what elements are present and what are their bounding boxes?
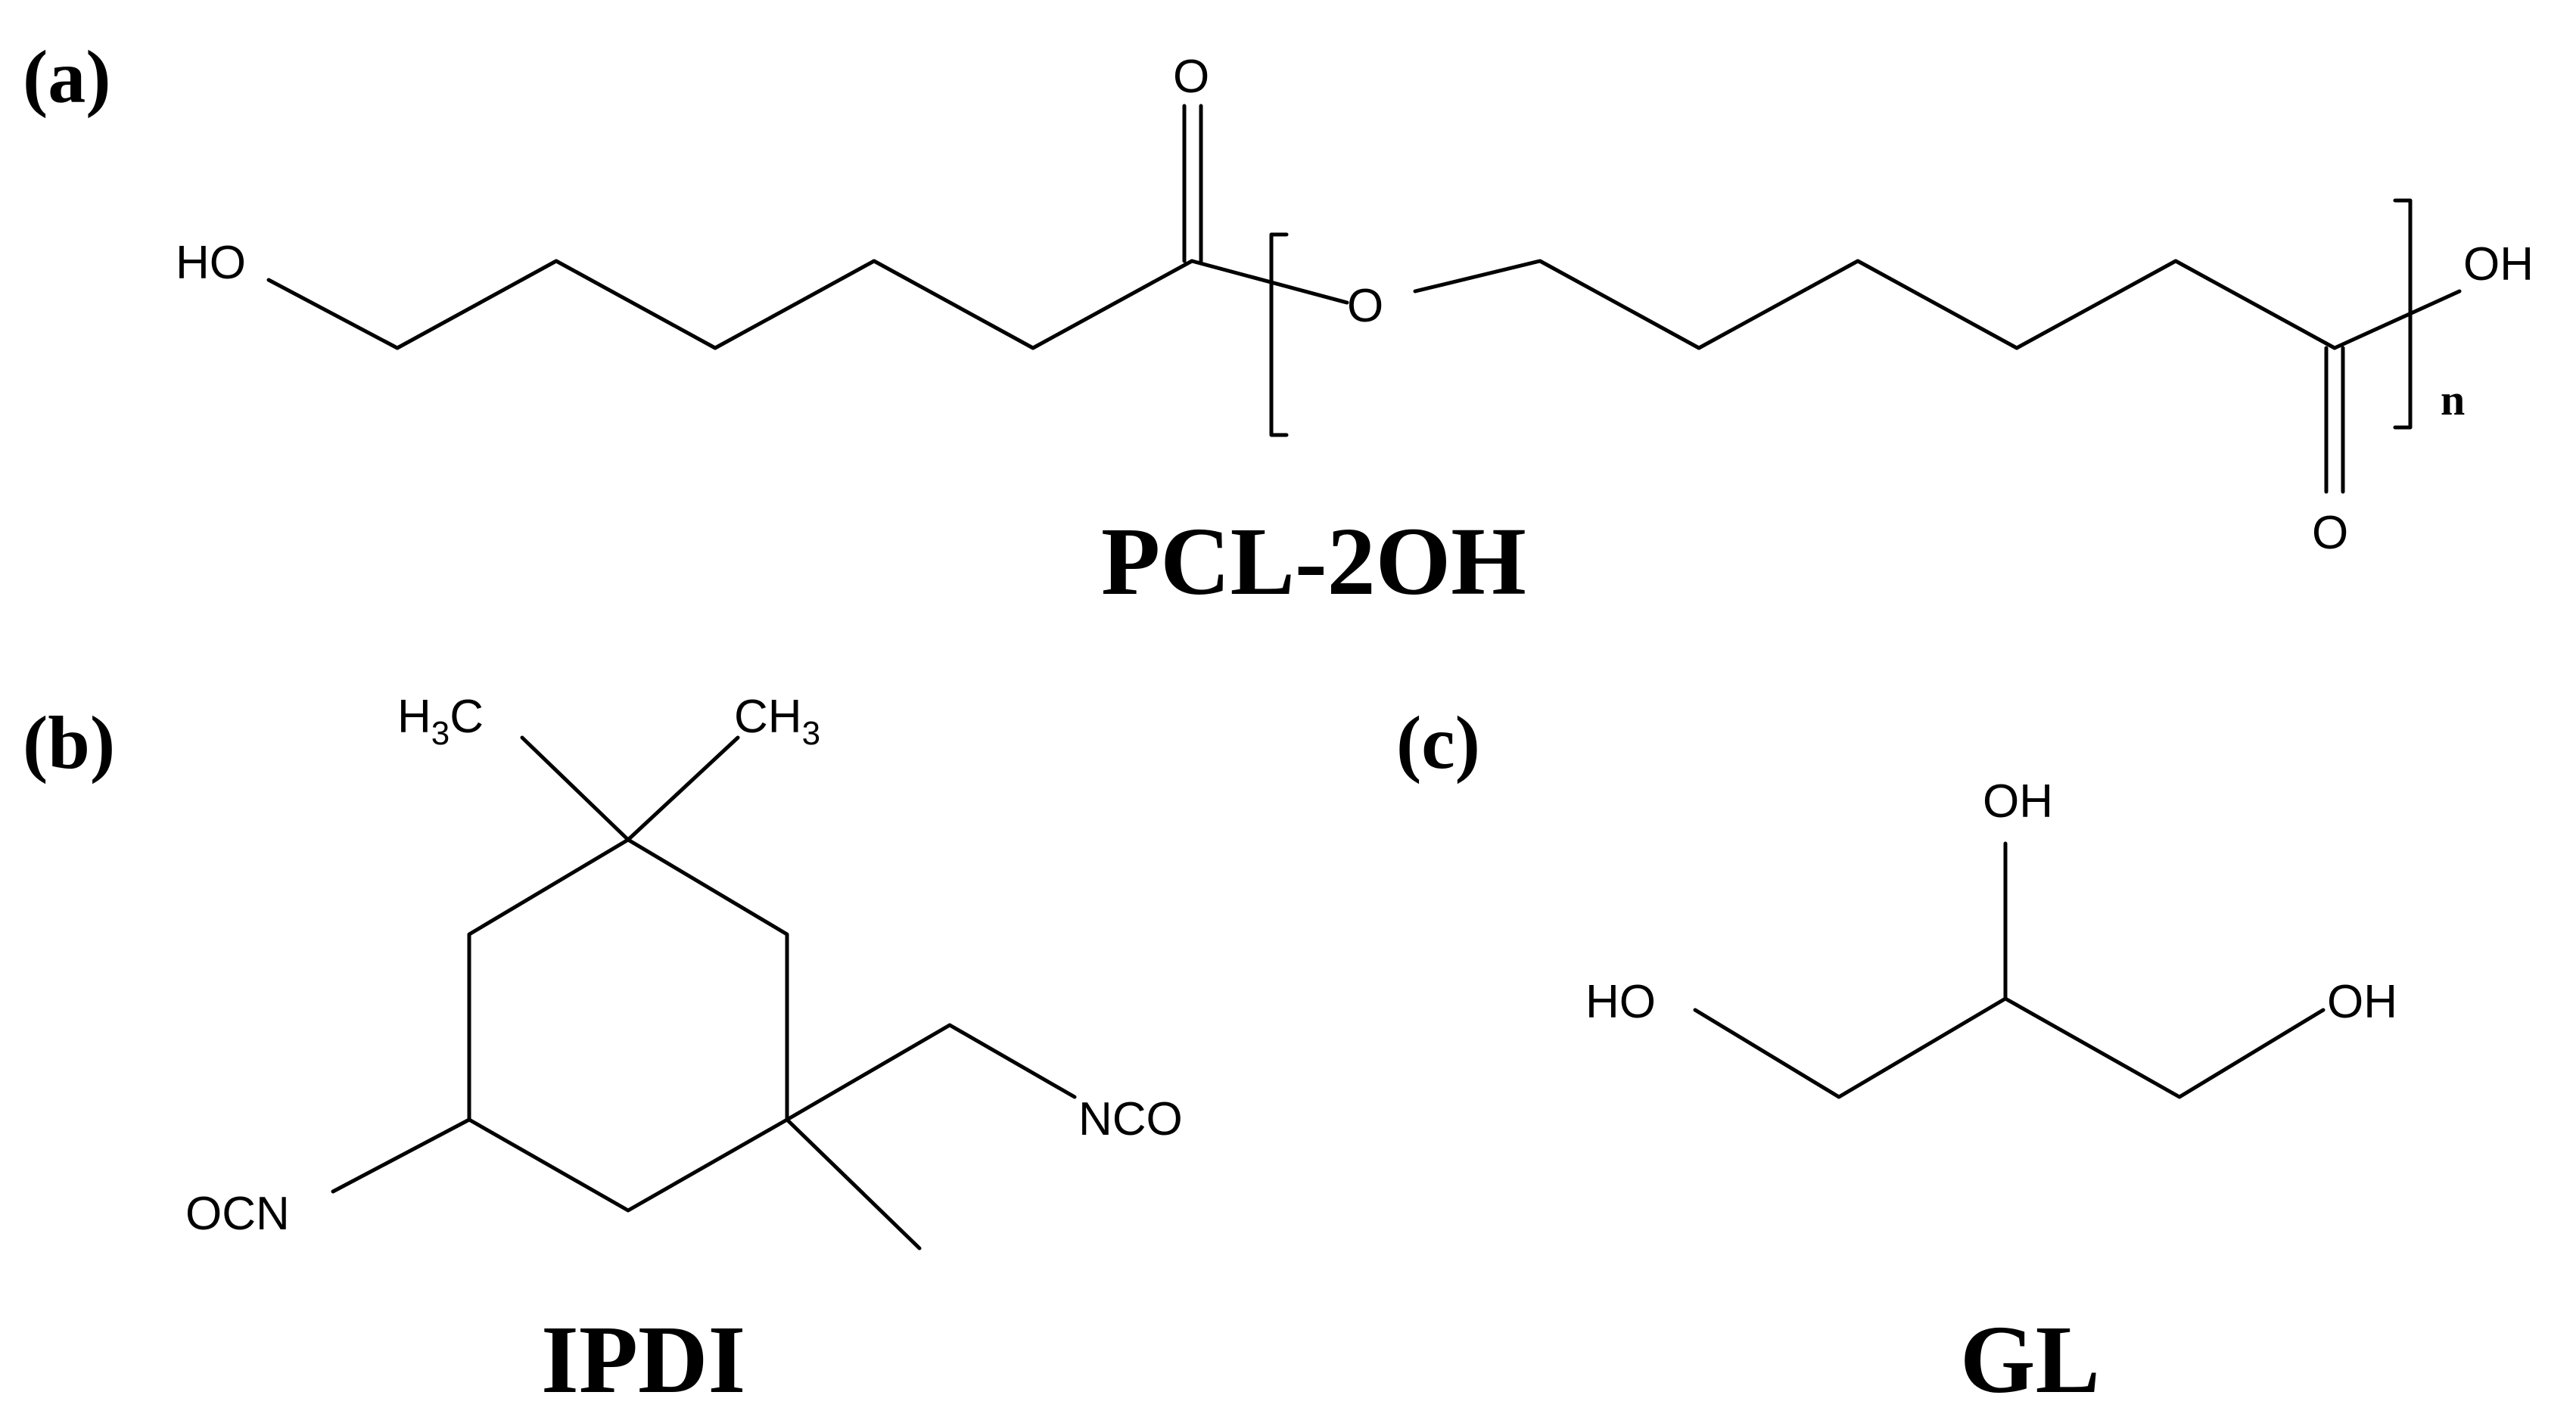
atom-nco: NCO: [1078, 1093, 1183, 1145]
ipdi-methyl-bottom-bond: [785, 1117, 922, 1251]
pcl-terminal-oh-bond: [2332, 289, 2462, 350]
ipdi-cyclohexane-ring: [467, 837, 789, 1213]
pcl-repeat-chain: [1413, 259, 2337, 350]
panel-b-label: (b): [23, 701, 115, 785]
atom-oh-top: OH: [1983, 775, 2053, 828]
panel-a-label: (a): [23, 35, 111, 119]
atom-o-top: O: [1173, 51, 1209, 103]
ipdi-structure: H3C CH3 NCO OCN: [185, 691, 1183, 1251]
gl-backbone: [1693, 996, 2326, 1099]
atom-h3c-h: H3C: [397, 691, 484, 752]
pcl-2oh-name: PCL-2OH: [1101, 508, 1526, 615]
pcl-2oh-structure: HO O O OH O n: [176, 51, 2534, 559]
atom-oh: OH: [2463, 238, 2534, 291]
pcl-left-chain: [266, 259, 1194, 350]
panel-c-label: (c): [1396, 701, 1480, 785]
glycerol-structure: OH HO OH: [1585, 775, 2397, 1099]
atom-ocn: OCN: [185, 1188, 290, 1240]
ipdi-methyl-right-bond: [626, 735, 740, 842]
pcl-left-bracket: [1269, 232, 1289, 437]
atom-ho: HO: [176, 237, 246, 289]
panel-c: (c) OH HO OH GL: [1396, 701, 2397, 1413]
ipdi-methyl-left-bond: [520, 735, 630, 842]
atom-ch3: CH3: [734, 691, 820, 752]
ipdi-ocn-bond: [331, 1117, 471, 1194]
ipdi-name: IPDI: [541, 1306, 745, 1413]
ipdi-ch2-nco-bond: [785, 1023, 1077, 1122]
atom-oh-right: OH: [2327, 976, 2397, 1028]
atom-o-bottom: O: [2312, 507, 2348, 559]
panel-b: (b) H3C CH3 NCO OCN IPDI: [23, 691, 1183, 1413]
atom-ho-left: HO: [1585, 976, 1656, 1028]
repeat-index-n: n: [2441, 375, 2465, 424]
gl-name: GL: [1960, 1306, 2100, 1413]
atom-o-ester: O: [1347, 280, 1383, 332]
panel-a: (a) HO O O OH O n PCL-2OH: [23, 35, 2534, 615]
